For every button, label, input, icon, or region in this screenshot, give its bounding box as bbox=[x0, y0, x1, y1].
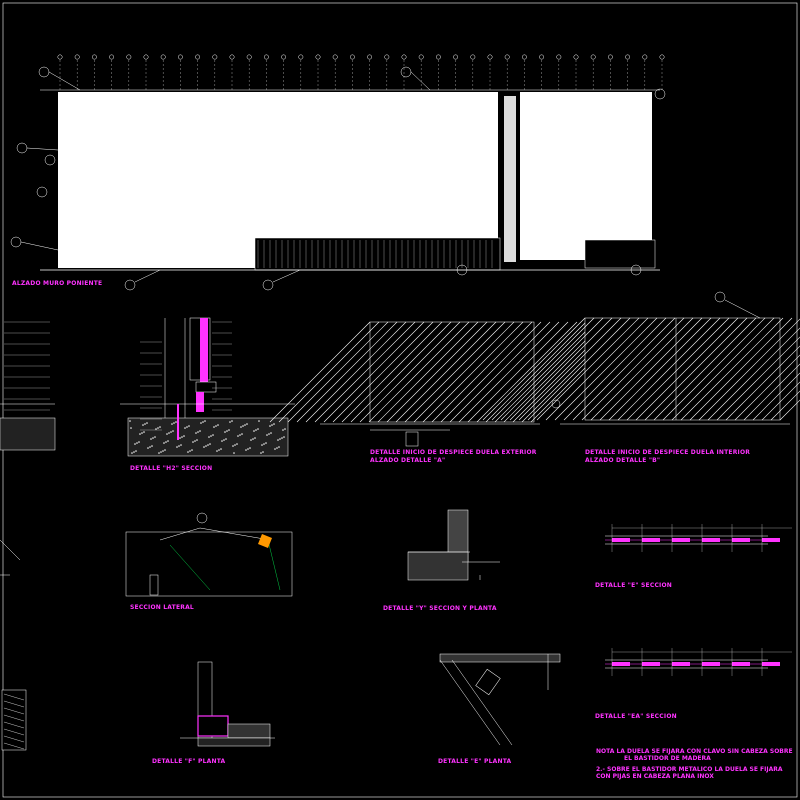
title-seccion-lateral: SECCION LATERAL bbox=[130, 604, 194, 611]
detail-e-seccion bbox=[605, 524, 792, 552]
duela-interior bbox=[482, 291, 800, 425]
detail-y bbox=[407, 509, 500, 581]
title-alzado-muro: ALZADO MURO PONIENTE bbox=[12, 280, 103, 287]
title-duela-exterior-1: DETALLE INICIO DE DESPIECE DUELA EXTERIO… bbox=[370, 449, 537, 456]
elevation-base-right bbox=[584, 239, 656, 269]
note-line-3: 2.- SOBRE EL BASTIDOR METALICO LA DUELA … bbox=[596, 766, 783, 773]
elevation-joint bbox=[504, 96, 516, 262]
note-line-1: NOTA LA DUELA SE FIJARA CON CLAVO SIN CA… bbox=[596, 748, 793, 755]
note-line-2: EL BASTIDOR DE MADERA bbox=[624, 755, 711, 762]
title-detalle-y: DETALLE "Y" SECCION Y PLANTA bbox=[383, 605, 497, 612]
h2-slab bbox=[127, 417, 289, 457]
title-detalle-e-seccion: DETALLE "E" SECCION bbox=[595, 582, 673, 589]
title-detalle-h2: DETALLE "H2" SECCION bbox=[130, 465, 213, 472]
detail-f-planta bbox=[180, 661, 275, 747]
detail-seccion-lateral bbox=[125, 512, 293, 597]
title-detalle-e-planta: DETALLE "E" PLANTA bbox=[438, 758, 512, 765]
detail-left-partial bbox=[0, 539, 21, 576]
main-elevation bbox=[10, 54, 666, 291]
duela-exterior bbox=[269, 321, 632, 447]
detail-ea-seccion bbox=[605, 648, 792, 676]
note-line-4: CON PIJAS EN CABEZA PLANA INOX bbox=[596, 773, 714, 780]
detail-h2 bbox=[0, 317, 295, 457]
elevation-base-left bbox=[254, 237, 501, 271]
title-duela-exterior-2: ALZADO DETALLE "A" bbox=[370, 457, 446, 464]
title-detalle-ea-seccion: DETALLE "EA" SECCION bbox=[595, 713, 677, 720]
h2-magenta-stud bbox=[200, 318, 208, 388]
title-duela-interior-2: ALZADO DETALLE "B" bbox=[585, 457, 661, 464]
detail-e-planta bbox=[439, 653, 561, 746]
detail-bottom-left bbox=[1, 689, 27, 751]
title-duela-interior-1: DETALLE INICIO DE DESPIECE DUELA INTERIO… bbox=[585, 449, 751, 456]
title-detalle-f-planta: DETALLE "F" PLANTA bbox=[152, 758, 226, 765]
grid-bubbles-top bbox=[57, 54, 665, 90]
elevation-panel-right bbox=[520, 92, 652, 260]
